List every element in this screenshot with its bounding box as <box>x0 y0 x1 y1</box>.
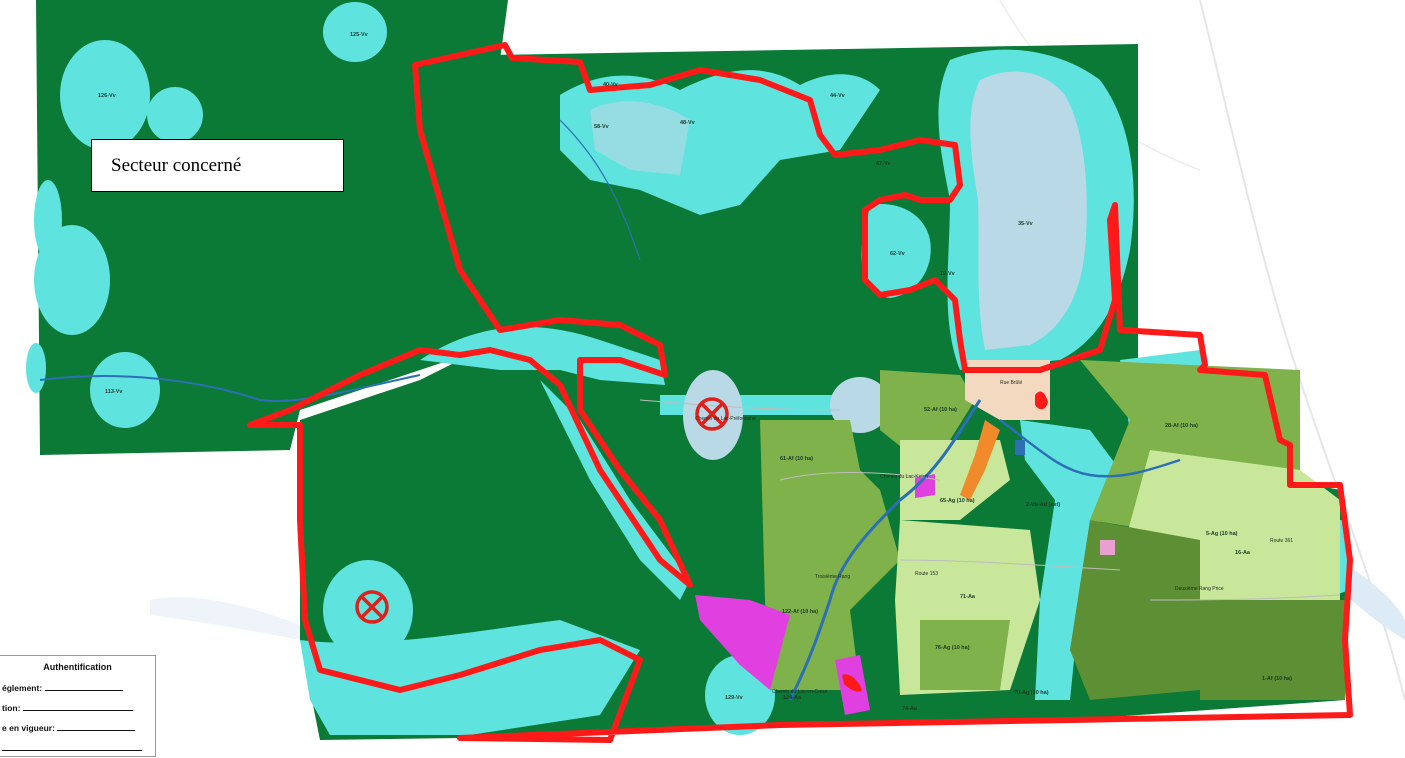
road-label: Rue Brûlé <box>1000 380 1022 386</box>
zone-label: 76-Ag (10 ha) <box>935 645 970 651</box>
sector-label-box: Secteur concerné <box>91 139 344 192</box>
auth-line-adoption: tion: <box>2 702 147 713</box>
roads <box>639 399 1341 601</box>
zone-label: 1-Af (10 ha) <box>1262 676 1292 682</box>
zone-label: 126-Vv <box>98 93 117 99</box>
zone-label: 62-Vv <box>890 251 906 257</box>
zone-label: 2-Vb-Ad (ext) <box>1026 502 1060 508</box>
zone-label: 70-Ag (10 ha) <box>1014 690 1049 696</box>
circle-x-icon <box>355 590 389 624</box>
zone-label: 35-Vv <box>1018 221 1034 227</box>
authentication-title: Authentification <box>43 662 112 672</box>
zone-label: 58-Vv <box>594 124 610 130</box>
zone-label: 52-Af (10 ha) <box>924 407 957 413</box>
circle-x-icon <box>695 397 729 431</box>
red-mark <box>842 674 862 692</box>
zone-label: 48-Vv <box>680 120 696 126</box>
zone-label: 71-Aa <box>960 594 976 600</box>
zone-label: 19-Vv <box>940 271 956 277</box>
zone-label: 65-Ag (10 ha) <box>940 498 975 504</box>
basemap-water-faint <box>150 597 300 640</box>
zone-label: 28-Af (10 ha) <box>1165 423 1198 429</box>
zone-label: 16-Aa <box>1235 550 1251 556</box>
zone-label: 5-Ag (10 ha) <box>1206 531 1238 537</box>
zone-label: 74-Aa <box>902 706 918 712</box>
zone-label: 113-Vv <box>105 389 123 395</box>
zone-label: 129-Vv <box>725 695 744 701</box>
road-labels: Chemin du Lac-Préfontaine Route 153 Troi… <box>695 380 1293 695</box>
zone-label: 125-Vv <box>350 32 369 38</box>
road-label: Chemin du Lac-en-Cœur <box>772 689 828 695</box>
auth-line-blank <box>2 742 147 753</box>
auth-line-reglement: églement: <box>2 682 147 693</box>
zone-label: 122-Af (10 ha) <box>782 609 818 615</box>
zone-label: 47-Vv <box>876 161 892 167</box>
road-label: Chemin du Lac-Ketch <box>880 474 928 480</box>
red-mark <box>1035 391 1048 410</box>
excluded-zone-marker-west <box>355 590 389 624</box>
road-label: Route 153 <box>915 571 938 577</box>
lakes <box>590 71 1087 460</box>
road-label: Route 361 <box>1270 538 1293 544</box>
basemap-water-faint <box>1335 560 1405 640</box>
zone-label: 61-Af (10 ha) <box>780 456 813 462</box>
authentication-panel: Authentification églement: tion: e en vi… <box>0 655 156 757</box>
road-label: Troisième Rang <box>815 574 850 580</box>
rivers <box>39 119 1181 701</box>
zone-label: 44-Vv <box>830 93 846 99</box>
excluded-zone-marker-north <box>695 397 729 431</box>
concerned-sector-outline <box>247 42 1353 743</box>
zone-label: 124-Aa <box>783 695 802 701</box>
sector-label: Secteur concerné <box>111 154 242 176</box>
special-zones <box>695 420 1115 715</box>
auth-line-entree-en-vigueur: e en vigueur: <box>2 722 147 733</box>
zone-label: 40-Vv <box>603 82 619 88</box>
road-label: Deuxième Rang Price <box>1175 586 1224 592</box>
zone-labels: 40-Vv 58-Vv 48-Vv 44-Vv 47-Vv 62-Vv 35-V… <box>98 32 1292 712</box>
road-label: Chemin du Lac-Préfontaine <box>695 416 756 422</box>
